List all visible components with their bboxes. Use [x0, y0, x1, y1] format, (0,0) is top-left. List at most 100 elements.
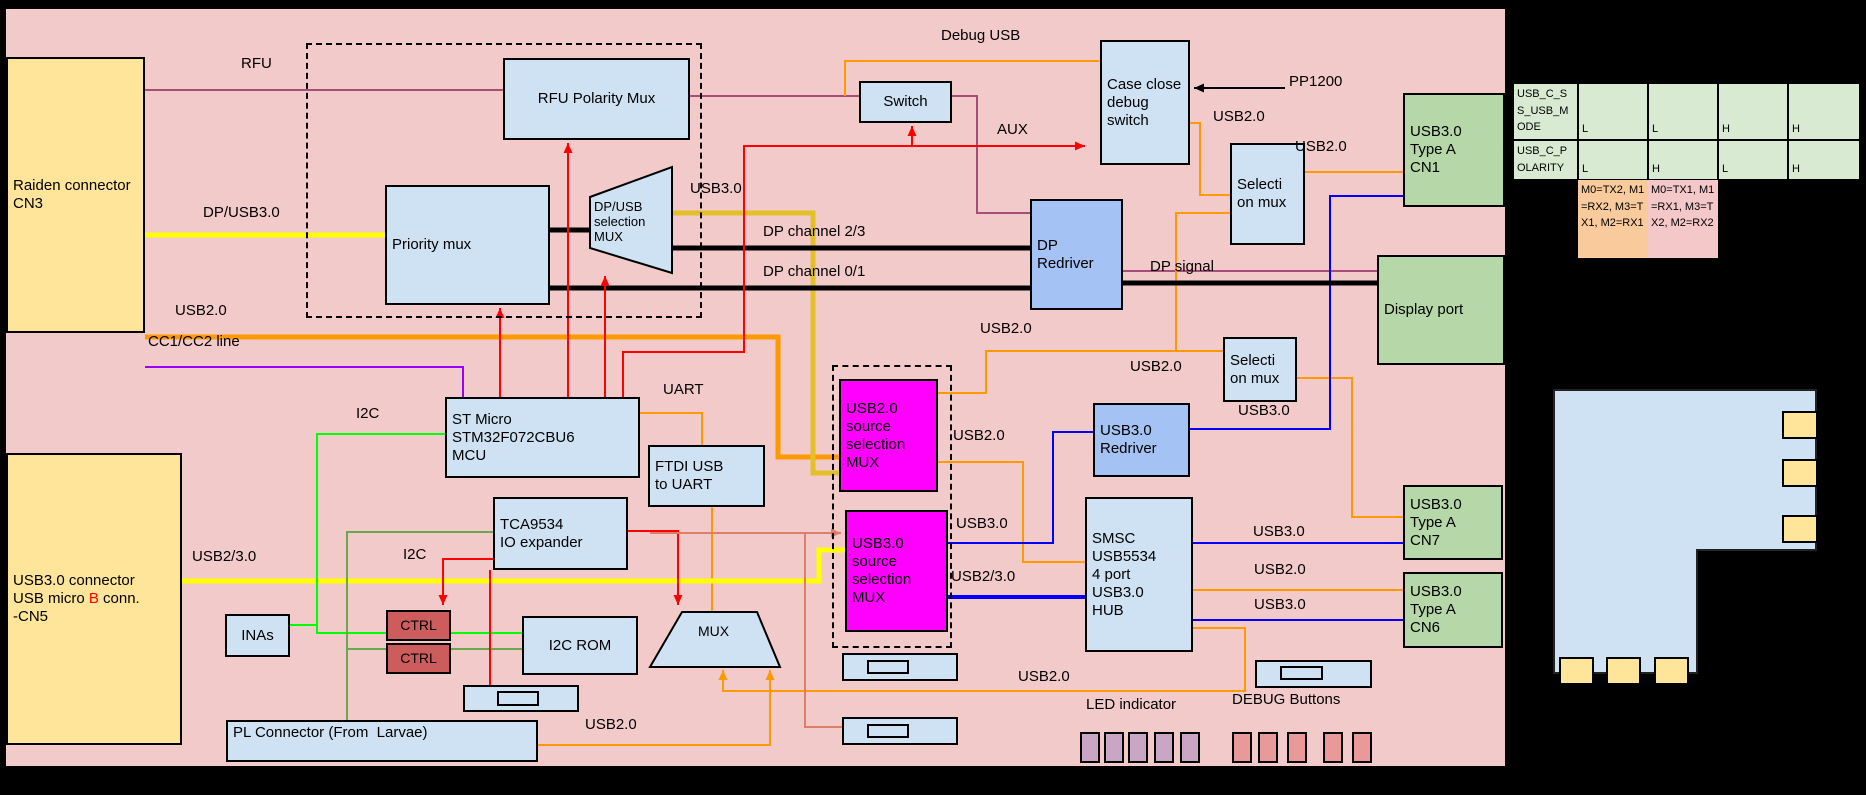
truth-table-cell: H — [1718, 83, 1788, 140]
truth-table-row-label: USB_C_POLARITY — [1513, 140, 1578, 180]
label-usb20-out2: USB2.0 — [953, 427, 1005, 444]
display-port: Display port — [1377, 255, 1505, 365]
dp-usb-selection-mux-label: DP/USB selection MUX — [594, 199, 646, 244]
truth-table-cell: H — [1788, 83, 1860, 140]
wire-debug-usb — [844, 60, 1100, 96]
led-indicator-5 — [1180, 732, 1200, 763]
board-pad-1 — [1782, 411, 1818, 439]
usb3-type-a-cn1: USB3.0 Type A CN1 — [1403, 93, 1505, 207]
label-led-indicator: LED indicator — [1086, 696, 1177, 713]
wire-usb30-from-trapezoid — [672, 210, 839, 476]
usb3-connector-cn5-text: conn. -CN5 — [13, 590, 140, 625]
arrowhead — [563, 143, 573, 153]
i2c-rom: I2C ROM — [522, 616, 638, 675]
wire-selmux2-to-cn7 — [1297, 377, 1403, 518]
label-aux: AUX — [997, 121, 1028, 138]
pl-connector: PL Connector (From Larvae) — [226, 720, 538, 762]
truth-table-cell: L — [1578, 140, 1648, 180]
label-i2c-2: I2C — [403, 546, 427, 563]
wire-ctl-case-switch — [622, 145, 1085, 397]
label-usb30-selmux2: USB3.0 — [1238, 402, 1290, 419]
board-pad-3 — [1782, 515, 1818, 543]
wire-redriver-to-cn1 — [1190, 195, 1403, 430]
label-i2c-1: I2C — [356, 405, 380, 422]
debug-button-leds-2 — [1258, 732, 1278, 763]
source-selection-group — [832, 365, 952, 648]
mux — [648, 611, 782, 668]
push-button-2-inner-rect — [867, 660, 909, 674]
debug-button-leds-1 — [1232, 732, 1252, 763]
push-button-3 — [842, 717, 958, 745]
switch: Switch — [859, 81, 952, 123]
arrowhead — [765, 670, 775, 680]
board-pad-4 — [1559, 657, 1594, 685]
push-button-2 — [842, 653, 958, 681]
label-dp-signal: DP signal — [1150, 258, 1214, 275]
label-dp-usb30: DP/USB3.0 — [203, 204, 280, 221]
push-button-3-inner-rect — [867, 724, 909, 738]
label-dp-ch23: DP channel 2/3 — [763, 223, 866, 240]
label-usb20-long: USB2.0 — [1018, 668, 1070, 685]
wire-cc1-cc2 — [145, 366, 464, 397]
led-indicator-2 — [1104, 732, 1124, 763]
arrowhead — [1194, 83, 1204, 93]
led-indicator-1 — [1080, 732, 1100, 763]
label-usb30-out: USB3.0 — [956, 515, 1008, 532]
label-debug-buttons: DEBUG Buttons — [1232, 691, 1341, 708]
label-usb20-cn6: USB2.0 — [1254, 561, 1306, 578]
wire-usb2mux-out2 — [938, 461, 1085, 563]
st-micro-mcu: ST Micro STM32F072CBU6 MCU — [445, 397, 640, 478]
ftdi-usb-to-uart: FTDI USB to UART — [648, 445, 765, 507]
arrowhead — [495, 308, 505, 318]
wire-usb2-branch-selmux1 — [1175, 212, 1230, 351]
wire-hub-usb2-long — [722, 627, 1246, 692]
label-pp1200: PP1200 — [1289, 73, 1343, 90]
arrowhead — [600, 276, 610, 286]
label-uart: UART — [663, 381, 704, 398]
label-debug-usb: Debug USB — [941, 27, 1021, 44]
truth-table-note-cell: M0=TX2, M1=RX2, M3=TX1, M2=RX1 — [1578, 180, 1648, 258]
truth-table-note-cell: M0=TX1, M1=RX1, M3=TX2, M2=RX2 — [1648, 180, 1718, 258]
label-usb30-cn7: USB3.0 — [1253, 523, 1305, 540]
dp-redriver: DP Redriver — [1030, 199, 1123, 310]
label-usb20-cn1: USB2.0 — [1295, 138, 1347, 155]
board-pad-6 — [1654, 657, 1689, 685]
tca9534-io-expander: TCA9534 IO expander — [493, 497, 628, 570]
label-usb20-selmux2: USB2.0 — [1130, 358, 1182, 375]
truth-table-cell: L — [1718, 140, 1788, 180]
debug-button-leds-4 — [1323, 732, 1343, 763]
label-cc1cc2: CC1/CC2 line — [148, 333, 240, 350]
wire-case-to-selmux1 — [1190, 122, 1230, 196]
board-pad-2 — [1782, 459, 1818, 487]
truth-table-cell: H — [1788, 140, 1860, 180]
led-indicator-3 — [1128, 732, 1148, 763]
arrowhead — [718, 670, 728, 680]
push-button-1-inner-rect — [497, 691, 539, 706]
push-button-1 — [463, 685, 579, 712]
debug-buttons-box — [1255, 660, 1372, 688]
selection-mux-2: Selecti on mux — [1223, 337, 1297, 402]
dp-usb-selection-mux — [589, 165, 673, 275]
dp-usb-priority-group — [306, 43, 702, 318]
label-dp-ch01: DP channel 0/1 — [763, 263, 866, 280]
wire-usb2mux-out1 — [938, 350, 1223, 394]
ctrl-2: CTRL — [386, 643, 451, 674]
truth-table-row-label: USB_C_SS_USB_MODE — [1513, 83, 1578, 140]
selection-mux-1: Selecti on mux — [1230, 143, 1305, 245]
arrowhead — [673, 595, 683, 605]
mux-label: MUX — [698, 623, 730, 639]
inas: INAs — [225, 614, 290, 657]
usb3-type-a-cn7: USB3.0 Type A CN7 — [1403, 485, 1503, 560]
truth-table-cell: L — [1648, 83, 1718, 140]
usb3-type-a-cn6: USB3.0 Type A CN6 — [1403, 572, 1503, 648]
wire-i2c-main — [316, 433, 445, 634]
truth-table-cell: H — [1648, 140, 1718, 180]
board-outline — [1553, 389, 1817, 674]
usb3-connector-cn5-text: B — [88, 590, 99, 607]
wire-ctl-mux — [628, 530, 679, 605]
label-usb20-cn3: USB2.0 — [175, 302, 227, 319]
wire-uart-line — [640, 412, 703, 445]
usb3-connector-cn5: USB3.0 connector USB micro B conn. -CN5 — [6, 453, 182, 745]
